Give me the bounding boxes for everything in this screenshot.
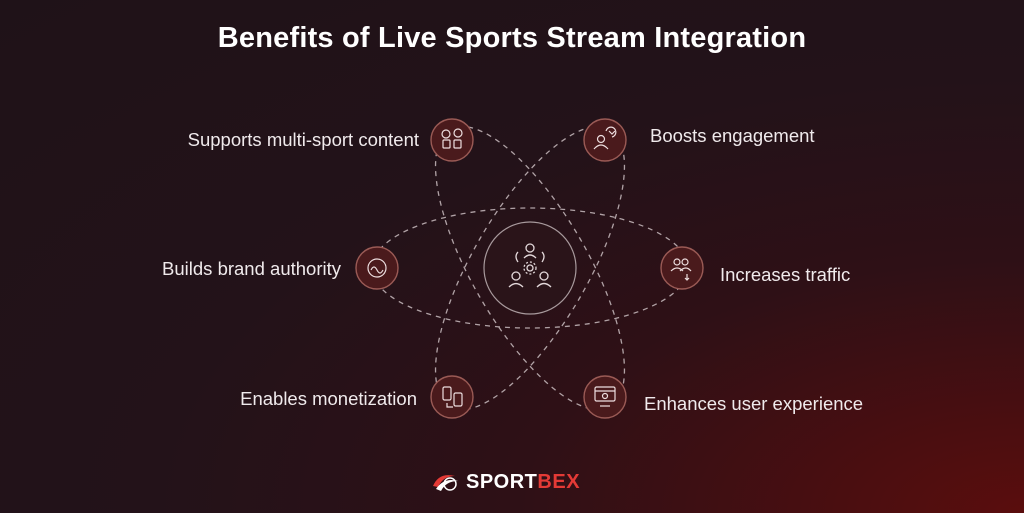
- benefit-label-traffic: Increases traffic: [720, 264, 851, 285]
- node-user-experience: [583, 375, 627, 419]
- monetization-icon: [442, 386, 463, 408]
- page-title: Benefits of Live Sports Stream Integrati…: [217, 22, 807, 54]
- multi-sport-icon: [441, 128, 463, 149]
- benefit-label-user-experience: Enhances user experience: [644, 393, 864, 414]
- engagement-icon: [593, 126, 617, 150]
- brand-name-part1: SPORT: [466, 470, 538, 493]
- node-traffic: [660, 246, 704, 290]
- user-experience-icon: [594, 386, 616, 407]
- node-brand-authority: [355, 246, 399, 290]
- traffic-icon: [670, 258, 692, 281]
- benefit-label-monetization: Enables monetization: [240, 388, 417, 409]
- team-gear-icon: [508, 243, 552, 288]
- benefit-label-engagement: Boosts engagement: [650, 125, 815, 146]
- brand-name-part2: BEX: [537, 470, 581, 493]
- benefit-label-multi-sport: Supports multi-sport content: [187, 129, 419, 150]
- sportbex-logo-icon: [433, 475, 458, 491]
- brand-authority-icon: [367, 258, 387, 278]
- benefit-label-brand-authority: Builds brand authority: [162, 258, 341, 279]
- node-monetization: [430, 375, 474, 419]
- sportbex-logo: SPORTBEX: [430, 468, 580, 496]
- node-multi-sport: [430, 118, 474, 162]
- node-engagement: [583, 118, 627, 162]
- center-node: [483, 221, 577, 315]
- brand-name: SPORTBEX: [466, 471, 580, 494]
